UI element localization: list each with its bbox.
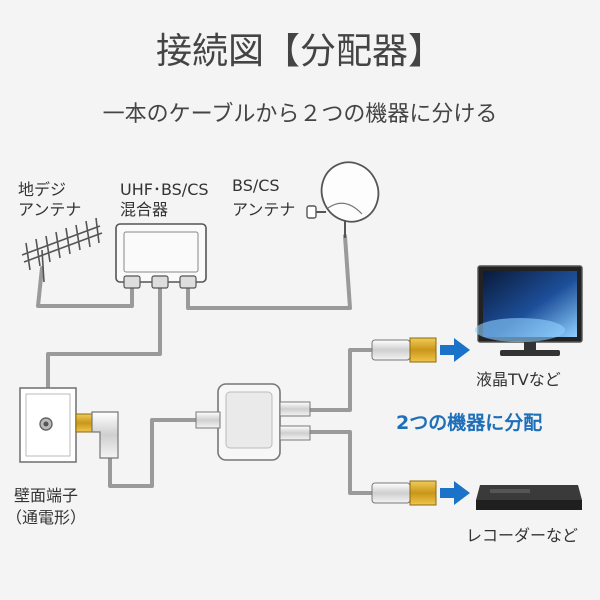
cable-wall-to-splitter <box>108 418 202 488</box>
cable-terrestrial-to-mixer <box>36 266 134 308</box>
cable-splitter-to-tv <box>308 348 377 412</box>
tv-icon <box>475 265 583 356</box>
label-wall-outlet-line1: 壁面端子 <box>14 486 79 505</box>
arrow-right-icon <box>440 481 470 505</box>
label-recorder: レコーダーなど <box>466 526 579 545</box>
page-subtitle: 一本のケーブルから２つの機器に分ける <box>102 102 498 127</box>
label-wall-outlet-line2: （通電形） <box>6 508 87 527</box>
splitter-icon <box>195 383 311 461</box>
label-mixer-line2: 混合器 <box>120 200 169 219</box>
label-terrestrial-antenna-line2: アンテナ <box>18 200 82 219</box>
arrow-right-icon <box>440 338 470 362</box>
satellite-dish-icon <box>306 161 380 238</box>
cable-splitter-to-recorder <box>308 430 377 495</box>
callout-distribute: 2つの機器に分配 <box>396 412 543 434</box>
label-tv: 液晶TVなど <box>476 370 561 389</box>
tv-plug-connector <box>371 337 437 363</box>
mixer-box-icon <box>115 223 207 289</box>
wall-plug-connector <box>75 411 119 459</box>
cables <box>36 234 377 495</box>
recorder-plug-connector <box>371 480 437 506</box>
label-bscs-antenna-line1: BS/CS <box>232 176 280 195</box>
cable-mixer-to-wall <box>46 286 162 392</box>
label-bscs-antenna-line2: アンテナ <box>232 200 296 219</box>
recorder-icon <box>476 485 582 510</box>
page-title: 接続図【分配器】 <box>155 31 444 72</box>
label-mixer-line1: UHF･BS/CS <box>120 180 209 199</box>
label-terrestrial-antenna-line1: 地デジ <box>18 180 67 199</box>
cable-bscs-to-mixer <box>186 234 352 310</box>
wall-outlet-icon <box>19 387 77 463</box>
yagi-antenna-icon <box>21 217 103 283</box>
